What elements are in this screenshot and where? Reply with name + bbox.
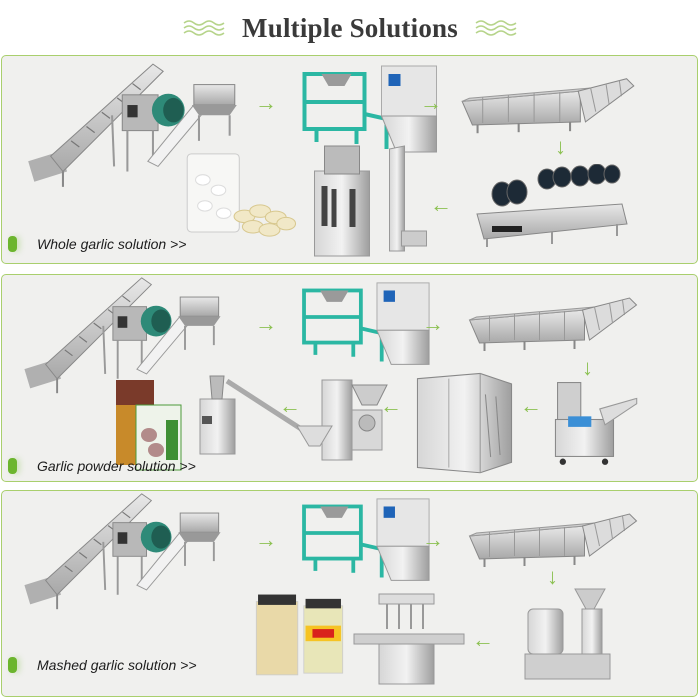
down-arrow-icon: ↓ <box>547 564 558 589</box>
slicer-image <box>547 372 642 467</box>
left-arrow-icon: ← <box>279 393 301 418</box>
vertical-packer-image <box>307 141 432 261</box>
garlic-bag-image <box>182 148 307 243</box>
right-arrow-icon: → <box>255 311 277 336</box>
bullet-icon <box>8 657 17 673</box>
air-dryer-image <box>472 164 632 249</box>
header: Multiple Solutions <box>0 8 700 48</box>
bullet-icon <box>8 458 17 474</box>
solution-label[interactable]: Whole garlic solution >> <box>37 236 187 252</box>
garlic-jars-image <box>252 591 347 681</box>
left-arrow-icon: ← <box>430 192 452 217</box>
solution-panel-mashed-garlic[interactable]: → → ↓ ← Mashed garlic solution >> <box>1 490 698 697</box>
right-arrow-icon: → <box>255 527 277 552</box>
left-arrow-icon: ← <box>472 627 494 652</box>
solution-panel-garlic-powder[interactable]: → → ↓ ← ← ← Garlic powder solution >> <box>1 274 698 482</box>
right-arrow-icon: → <box>422 527 444 552</box>
right-arrow-icon: → <box>255 90 277 115</box>
wave-icon <box>183 20 225 36</box>
page-title: Multiple Solutions <box>242 12 458 43</box>
left-arrow-icon: ← <box>520 393 542 418</box>
powder-packer-image <box>192 371 342 461</box>
wave-icon <box>475 20 517 36</box>
drying-oven-image <box>412 363 517 478</box>
solution-panel-whole-garlic[interactable]: → → ↓ ← Whole garlic solution >> <box>1 55 698 264</box>
bubble-washer-image <box>462 511 647 571</box>
bubble-washer-image <box>457 74 642 139</box>
peeling-line-image <box>5 490 240 614</box>
down-arrow-icon: ↓ <box>582 355 593 380</box>
solution-label[interactable]: Garlic powder solution >> <box>37 458 196 474</box>
solution-link[interactable]: Whole garlic solution >> <box>8 236 186 252</box>
bullet-icon <box>8 236 17 252</box>
colloid-mill-image <box>520 584 620 684</box>
solution-link[interactable]: Garlic powder solution >> <box>8 458 196 474</box>
bubble-washer-image <box>462 295 647 355</box>
right-arrow-icon: → <box>422 311 444 336</box>
paste-filler-image <box>349 589 469 689</box>
left-arrow-icon: ← <box>380 393 402 418</box>
solution-label[interactable]: Mashed garlic solution >> <box>37 657 197 673</box>
right-arrow-icon: → <box>420 90 442 115</box>
solution-link[interactable]: Mashed garlic solution >> <box>8 657 197 673</box>
down-arrow-icon: ↓ <box>555 134 566 159</box>
